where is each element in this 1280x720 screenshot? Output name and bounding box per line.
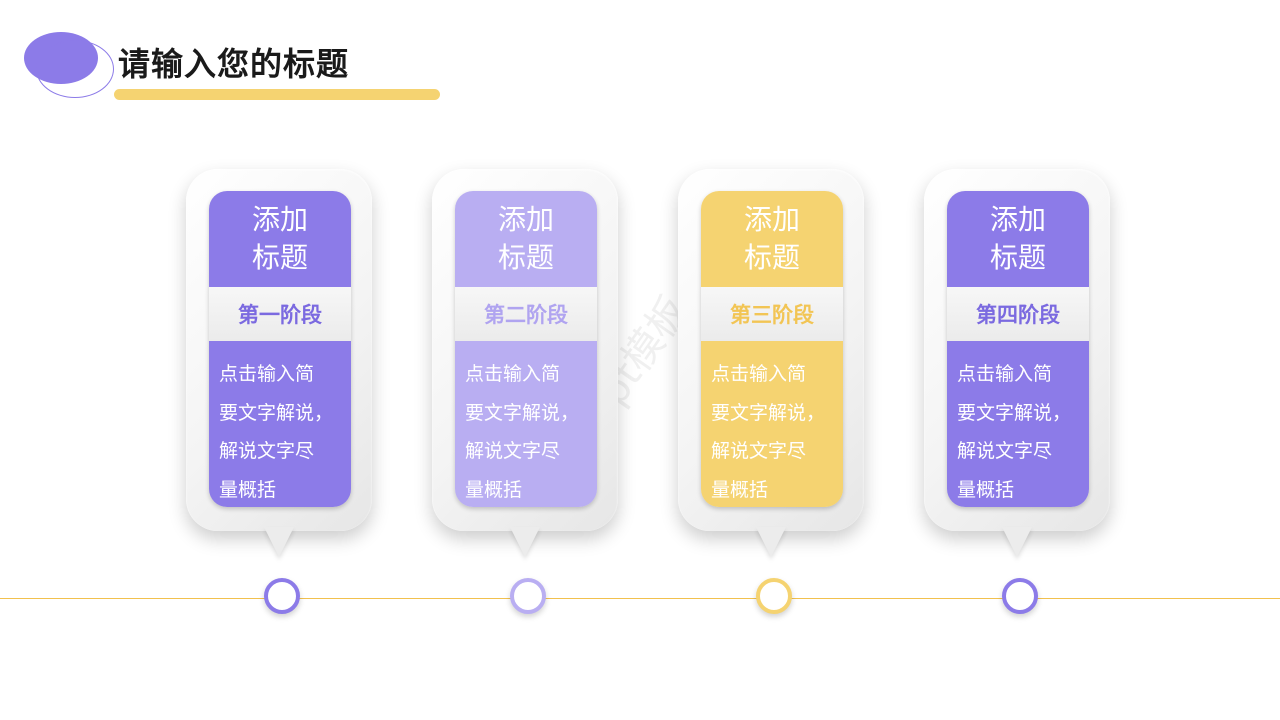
description-line: 要文字解说， [219,401,334,424]
stage-panel: 添加 标题 第二阶段 点击输入简 要文字解说， 解说文字尽 量概括 [455,191,597,507]
stage-panel: 添加 标题 第四阶段 点击输入简 要文字解说， 解说文字尽 量概括 [947,191,1089,507]
panel-title[interactable]: 添加 标题 [455,191,597,287]
panel-title-line-2: 标题 [743,241,800,274]
timeline-node-4[interactable] [1002,578,1038,614]
description-line: 解说文字尽 [957,440,1053,462]
stage-label[interactable]: 第四阶段 [947,287,1089,341]
description-line: 要文字解说， [711,401,826,424]
description-line: 要文字解说， [465,401,580,424]
description-line: 解说文字尽 [465,440,561,462]
panel-title[interactable]: 添加 标题 [701,191,843,287]
description-line: 量概括 [711,478,769,501]
description-line: 要文字解说， [957,401,1072,424]
card-pointer [264,527,294,557]
description-line: 点击输入简 [465,363,561,385]
stage-description[interactable]: 点击输入简 要文字解说， 解说文字尽 量概括 [701,341,843,507]
stage-description[interactable]: 点击输入简 要文字解说， 解说文字尽 量概括 [455,341,597,507]
stage-card-3[interactable]: 添加 标题 第三阶段 点击输入简 要文字解说， 解说文字尽 量概括 [678,169,864,557]
stage-panel: 添加 标题 第一阶段 点击输入简 要文字解说， 解说文字尽 量概括 [209,191,351,507]
panel-title-line-2: 标题 [251,241,308,274]
card-pointer [510,527,540,557]
description-line: 点击输入简 [711,363,807,385]
stage-label[interactable]: 第二阶段 [455,287,597,341]
stage-card-1[interactable]: 添加 标题 第一阶段 点击输入简 要文字解说， 解说文字尽 量概括 [186,169,372,557]
stage-description[interactable]: 点击输入简 要文字解说， 解说文字尽 量概括 [209,341,351,507]
card-pointer [1002,527,1032,557]
stage-label[interactable]: 第三阶段 [701,287,843,341]
stage-panel: 添加 标题 第三阶段 点击输入简 要文字解说， 解说文字尽 量概括 [701,191,843,507]
panel-title-line-2: 标题 [497,241,554,274]
timeline-node-1[interactable] [264,578,300,614]
panel-title-line-1: 添加 [743,203,800,236]
stage-label[interactable]: 第一阶段 [209,287,351,341]
panel-title-line-2: 标题 [989,241,1046,274]
description-line: 量概括 [219,478,277,501]
timeline-node-3[interactable] [756,578,792,614]
description-line: 量概括 [465,478,523,501]
stage-description[interactable]: 点击输入简 要文字解说， 解说文字尽 量概括 [947,341,1089,507]
description-line: 解说文字尽 [711,440,807,462]
timeline-line [0,598,1280,599]
panel-title-line-1: 添加 [251,203,308,236]
page-title[interactable]: 请输入您的标题 [118,45,350,83]
panel-title[interactable]: 添加 标题 [209,191,351,287]
description-line: 解说文字尽 [219,440,315,462]
panel-title-line-1: 添加 [497,203,554,236]
timeline-node-2[interactable] [510,578,546,614]
description-line: 量概括 [957,478,1015,501]
title-underline [114,89,440,100]
stage-card-4[interactable]: 添加 标题 第四阶段 点击输入简 要文字解说， 解说文字尽 量概括 [924,169,1110,557]
card-pointer [756,527,786,557]
logo-ring-shape [36,40,114,98]
panel-title-line-1: 添加 [989,203,1046,236]
description-line: 点击输入简 [957,363,1053,385]
panel-title[interactable]: 添加 标题 [947,191,1089,287]
description-line: 点击输入简 [219,363,315,385]
stage-card-2[interactable]: 添加 标题 第二阶段 点击输入简 要文字解说， 解说文字尽 量概括 [432,169,618,557]
